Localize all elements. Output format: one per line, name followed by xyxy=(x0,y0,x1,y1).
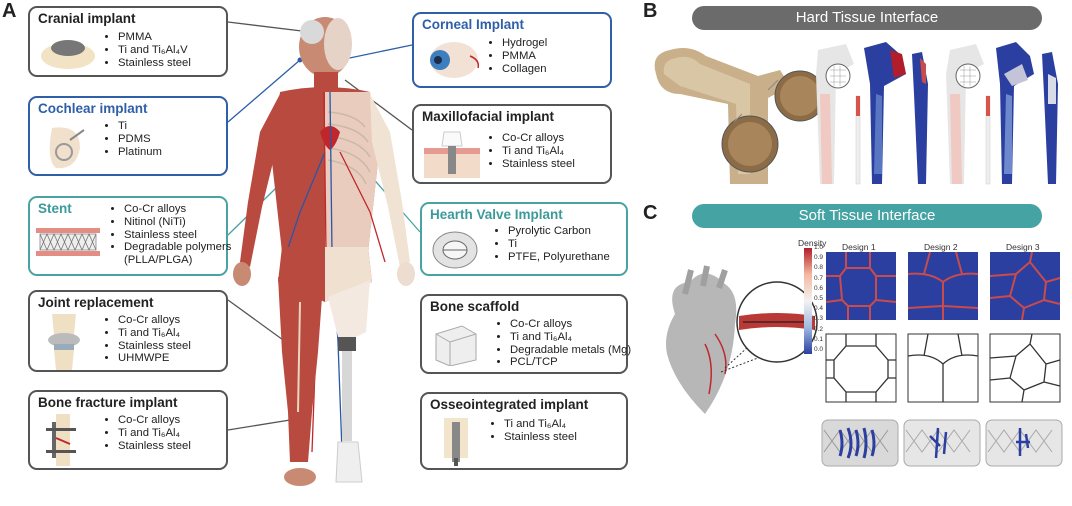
material-item: Hydrogel xyxy=(502,37,547,50)
cochlear-implant-materials: Ti PDMS Platinum xyxy=(104,120,162,158)
colorbar-tick-label: 0.1 xyxy=(814,335,824,343)
material-item: Ti xyxy=(118,120,162,133)
cochlear-implant-title: Cochlear implant xyxy=(38,101,148,116)
panel-label-a: A xyxy=(2,0,17,22)
design-1-label: Design 1 xyxy=(842,242,876,252)
osseointegrated-implant-illustration xyxy=(444,418,468,466)
soft-tissue-designs xyxy=(821,252,1063,467)
material-item: Stainless steel xyxy=(504,431,577,444)
colorbar-tick-label: 0.5 xyxy=(814,295,824,302)
material-item: Ti and Ti₆Al₄ xyxy=(510,331,631,344)
material-item: Co-Cr alloys xyxy=(502,132,575,145)
cranial-implant-illustration xyxy=(41,40,95,69)
osseointegrated-implant-title: Osseointegrated implant xyxy=(430,397,589,412)
material-item: Co-Cr alloys xyxy=(124,203,231,216)
bone-scaffold-card: Bone scaffold Co-Cr alloys Ti and Ti₆Al₄… xyxy=(420,294,631,374)
maxillofacial-implant-card: Maxillofacial implant Co-Cr alloys Ti an… xyxy=(412,104,612,184)
osseointegrated-implant-materials: Ti and Ti₆Al₄ Stainless steel xyxy=(490,418,577,444)
material-item: Co-Cr alloys xyxy=(510,318,631,331)
osseointegrated-implant-card: Osseointegrated implant Ti and Ti₆Al₄ St… xyxy=(420,392,628,470)
colorbar-tick-label: 1.0 xyxy=(814,244,824,251)
material-item: PMMA xyxy=(502,50,547,63)
stent-materials: Co-Cr alloys Nitinol (NiTi) Stainless st… xyxy=(110,203,231,267)
bone-scaffold-materials: Co-Cr alloys Ti and Ti₆Al₄ Degradable me… xyxy=(496,318,631,369)
design-3-label: Design 3 xyxy=(1006,242,1040,252)
dental-implant-illustration xyxy=(424,131,480,178)
cranial-implant-materials: PMMA Ti and Ti₆Al₄V Stainless steel xyxy=(104,31,191,69)
material-item: Degradable metals (Mg) xyxy=(510,344,631,357)
stent-illustration xyxy=(36,228,100,256)
maxillofacial-implant-title: Maxillofacial implant xyxy=(422,109,555,124)
material-item: Stainless steel xyxy=(124,229,231,242)
corneal-implant-card: Corneal Implant Hydrogel PMMA Collagen xyxy=(412,12,612,88)
soft-tissue-banner: Soft Tissue Interface xyxy=(692,204,1042,228)
material-item: Stainless steel xyxy=(118,57,191,70)
corneal-implant-title: Corneal Implant xyxy=(422,17,525,32)
stent-title: Stent xyxy=(38,201,72,216)
material-item: UHMWPE xyxy=(118,352,191,365)
hard-tissue-banner: Hard Tissue Interface xyxy=(692,6,1042,30)
material-item: Nitinol (NiTi) xyxy=(124,216,231,229)
material-item: Platinum xyxy=(118,146,162,159)
material-item: Ti and Ti₆Al₄ xyxy=(502,145,575,158)
colorbar-tick-label: 0.9 xyxy=(814,254,824,262)
heart-valve-illustration xyxy=(432,231,478,269)
maxillofacial-implant-materials: Co-Cr alloys Ti and Ti₆Al₄ Stainless ste… xyxy=(488,132,575,170)
joint-replacement-illustration xyxy=(48,314,80,370)
design-2-label: Design 2 xyxy=(924,242,958,252)
bone-scaffold-illustration xyxy=(435,325,477,366)
corneal-implant-materials: Hydrogel PMMA Collagen xyxy=(488,37,547,75)
colorbar-tick-label: 0.6 xyxy=(814,284,824,292)
cochlear-implant-card: Cochlear implant Ti PDMS Platinum xyxy=(28,96,228,176)
colorbar-tick-label: 0.3 xyxy=(814,315,824,323)
material-item: Ti and Ti₆Al₄ xyxy=(118,427,191,440)
material-item: PCL/TCP xyxy=(510,356,631,369)
density-colorbar xyxy=(804,248,812,354)
material-item: Ti and Ti₆Al₄ xyxy=(504,418,577,431)
heart-illustration xyxy=(666,265,818,414)
bone-fracture-illustration xyxy=(46,414,76,466)
material-item: Ti and Ti₆Al₄ xyxy=(118,327,191,340)
material-item: PDMS xyxy=(118,133,162,146)
material-item: (PLLA/PLGA) xyxy=(124,254,193,267)
material-item: Stainless steel xyxy=(118,440,191,453)
cranial-implant-title: Cranial implant xyxy=(38,11,136,26)
material-item: Stainless steel xyxy=(118,340,191,353)
joint-replacement-title: Joint replacement xyxy=(38,295,154,310)
material-item: Co-Cr alloys xyxy=(118,314,191,327)
eye-illustration xyxy=(430,42,480,78)
heart-valve-implant-materials: Pyrolytic Carbon Ti PTFE, Polyurethane xyxy=(494,225,610,263)
panel-label-c: C xyxy=(643,202,658,224)
joint-replacement-materials: Co-Cr alloys Ti and Ti₆Al₄ Stainless ste… xyxy=(104,314,191,365)
bone-fracture-implant-card: Bone fracture implant Co-Cr alloys Ti an… xyxy=(28,390,228,470)
material-item: Collagen xyxy=(502,63,547,76)
bone-fracture-implant-title: Bone fracture implant xyxy=(38,395,178,410)
hard-tissue-figure xyxy=(654,42,1058,185)
bone-scaffold-title: Bone scaffold xyxy=(430,299,520,314)
material-item: Stainless steel xyxy=(502,158,575,171)
panel-label-b: B xyxy=(643,0,658,22)
cochlear-implant-illustration xyxy=(49,127,85,169)
colorbar-tick-label: 0.8 xyxy=(814,264,824,272)
bone-fracture-implant-materials: Co-Cr alloys Ti and Ti₆Al₄ Stainless ste… xyxy=(104,414,191,452)
material-item: Ti and Ti₆Al₄V xyxy=(118,44,191,57)
material-item: PTFE, Polyurethane xyxy=(508,251,610,264)
stent-card: Stent Co-Cr alloys Nitinol (NiTi) Stainl… xyxy=(28,196,231,276)
colorbar-tick-label: 0.2 xyxy=(814,325,824,333)
human-body-illustration xyxy=(233,17,415,486)
material-item: PMMA xyxy=(118,31,191,44)
colorbar-tick-label: 0.0 xyxy=(814,346,824,353)
material-item: Co-Cr alloys xyxy=(118,414,191,427)
heart-valve-implant-title: Hearth Valve Implant xyxy=(430,207,563,222)
material-item: Degradable polymers xyxy=(124,241,231,254)
material-item: Pyrolytic Carbon xyxy=(508,225,610,238)
heart-valve-implant-card: Hearth Valve Implant Pyrolytic Carbon Ti… xyxy=(420,202,628,276)
colorbar-tick-label: 0.4 xyxy=(814,305,824,313)
cranial-implant-card: Cranial implant PMMA Ti and Ti₆Al₄V Stai… xyxy=(28,6,228,77)
joint-replacement-card: Joint replacement Co-Cr alloys Ti and Ti… xyxy=(28,290,228,372)
colorbar-title: Density xyxy=(798,238,827,248)
colorbar-tick-label: 0.7 xyxy=(814,274,824,282)
material-item: Ti xyxy=(508,238,610,251)
